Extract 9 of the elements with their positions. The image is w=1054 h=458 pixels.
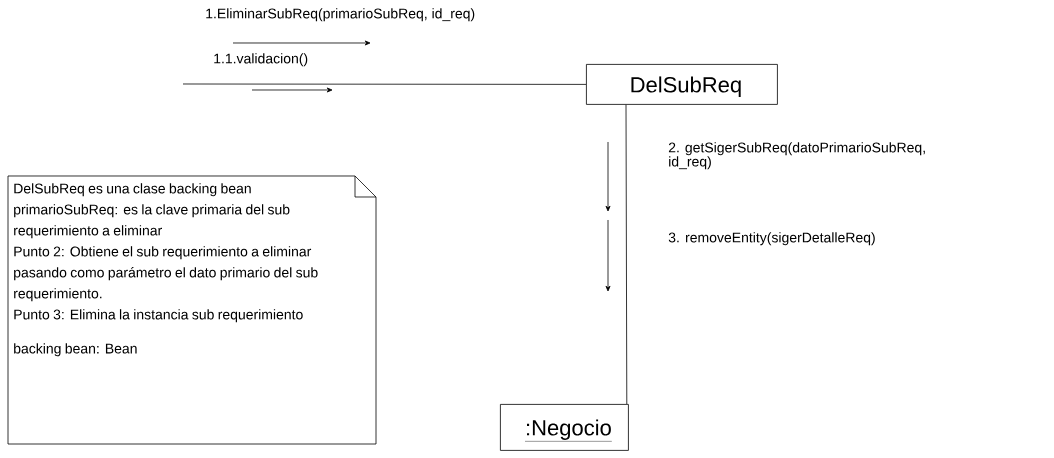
- message-label: 1.1.validacion(): [214, 53, 308, 67]
- object-box: :Negocio: [500, 404, 629, 451]
- link-line: [182, 83, 587, 85]
- object-box: DelSubReq: [586, 64, 778, 105]
- message-label: 1.EliminarSubReq(primarioSubReq, id_req): [206, 8, 475, 22]
- note-box: DelSubReq es una clase backing bean primarioSubReq: es la clave primaria del sub requerimiento a eliminar Punto 2: Obtiene el sub requerimiento a eliminar pasando como parámetro el dato primario del sub requerimiento. Punto 3: Elimina la instancia sub requerimiento backing bean: Bean: [7, 175, 377, 445]
- link-line: [625, 104, 628, 405]
- message-label: 2. getSigerSubReq(datoPrimarioSubReq, id_req): [668, 142, 925, 170]
- message-label: 3. removeEntity(sigerDetalleReq): [668, 232, 875, 246]
